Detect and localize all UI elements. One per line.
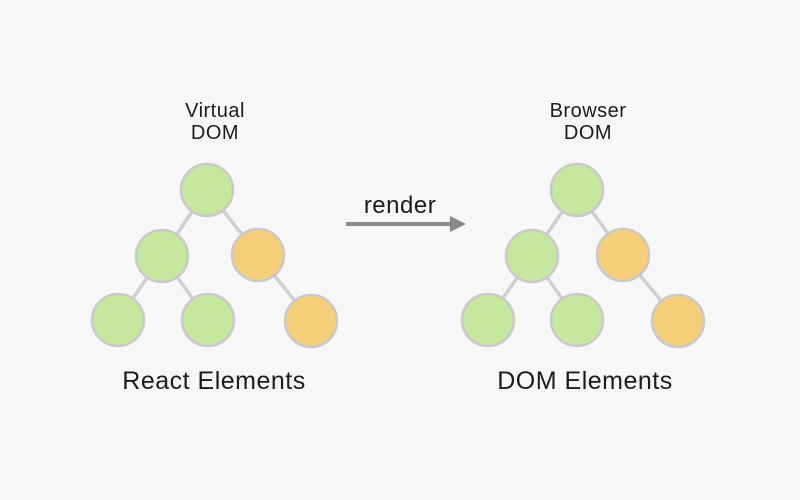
virtual-dom-title-line1: Virtual xyxy=(185,100,245,122)
virtual-dom-tree-node-child-right xyxy=(230,227,286,283)
virtual-dom-tree-node-root xyxy=(179,162,235,218)
virtual-dom-tree-node-child-left xyxy=(134,228,190,284)
browser-dom-tree-node-leaf-middle xyxy=(549,292,605,348)
dom-elements-caption: DOM Elements xyxy=(497,367,673,395)
virtual-dom-title: Virtual DOM xyxy=(185,100,245,144)
browser-dom-title: Browser DOM xyxy=(550,100,627,144)
browser-dom-title-line2: DOM xyxy=(563,122,613,144)
virtual-dom-tree-node-leaf-left xyxy=(90,292,146,348)
browser-dom-title-line1: Browser xyxy=(549,100,627,122)
render-arrow-label: render xyxy=(363,192,437,219)
render-arrow-head xyxy=(450,216,466,232)
browser-dom-tree-node-child-left xyxy=(504,228,560,284)
react-elements-caption: React Elements xyxy=(122,367,306,395)
virtual-dom-title-line2: DOM xyxy=(190,122,240,144)
browser-dom-tree-node-root xyxy=(549,162,605,218)
virtual-dom-tree-node-leaf-middle xyxy=(180,292,236,348)
browser-dom-tree-node-leaf-right xyxy=(650,293,706,349)
browser-dom-tree-node-child-right xyxy=(595,227,651,283)
virtual-dom-tree-node-leaf-right xyxy=(283,293,339,349)
browser-dom-tree-node-leaf-left xyxy=(460,292,516,348)
